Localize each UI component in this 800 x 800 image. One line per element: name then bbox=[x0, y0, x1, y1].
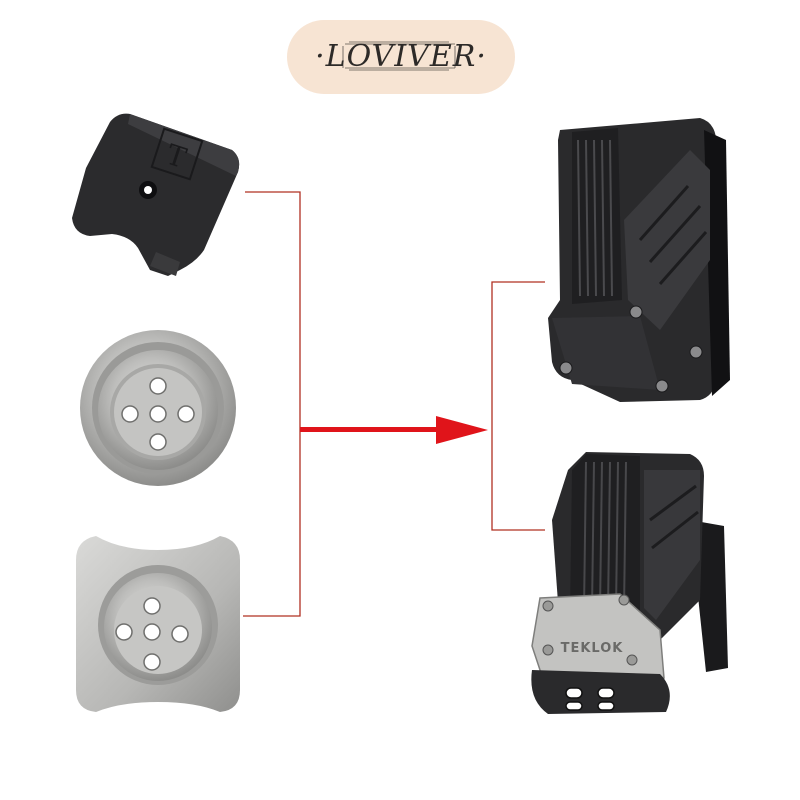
red-arrow bbox=[300, 416, 488, 444]
logo-frame-lines bbox=[342, 41, 456, 71]
square-steel-plate bbox=[76, 536, 240, 712]
logo-text: ·LOVIVER· bbox=[315, 39, 487, 74]
round-steel-plate bbox=[80, 330, 236, 486]
clip-with-steel-plate: TEKLOK bbox=[531, 452, 728, 714]
brand-logo: ·LOVIVER· bbox=[287, 20, 515, 94]
right-bracket-lines bbox=[491, 281, 545, 531]
left-bracket-lines bbox=[243, 191, 301, 617]
black-t-plate: T bbox=[72, 113, 240, 277]
clip-plate-brand-text: TEKLOK bbox=[561, 641, 624, 656]
black-clip-assembly bbox=[548, 118, 730, 402]
